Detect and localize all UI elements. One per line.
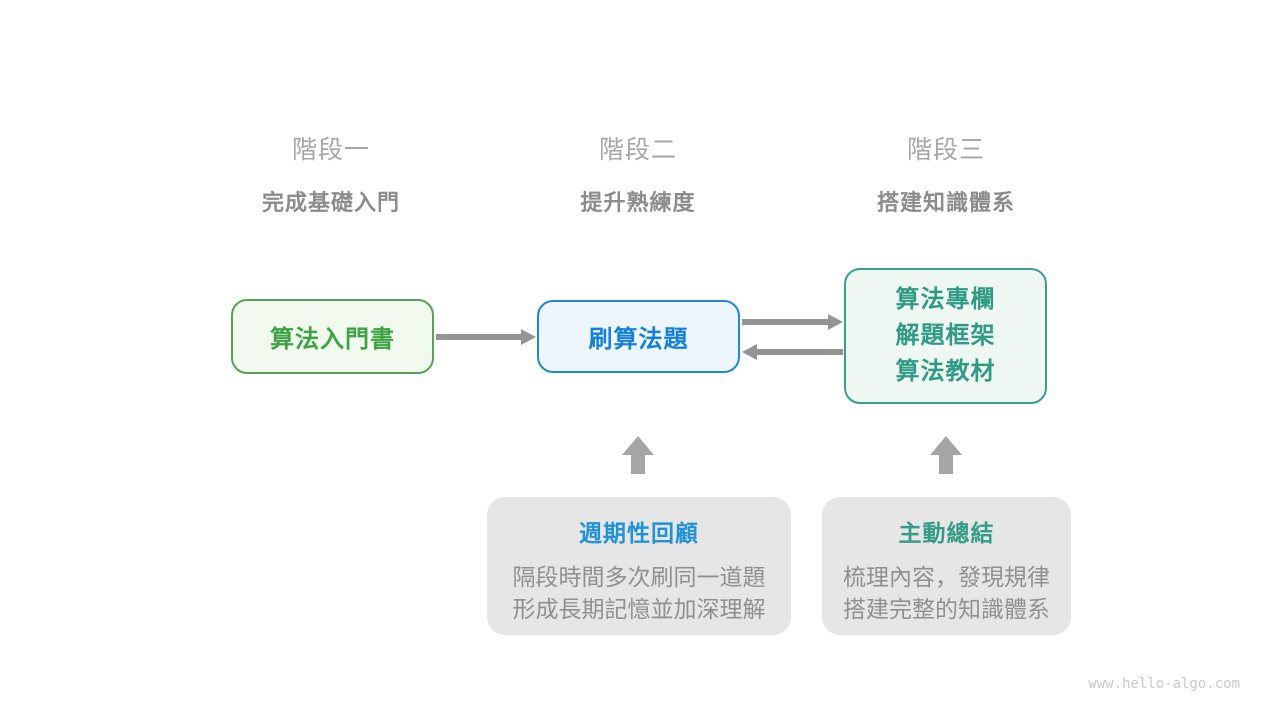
arrow-shaft — [742, 319, 832, 325]
node-resources-line-2: 解題框架 — [895, 322, 996, 349]
up-arrow-summary-icon — [930, 436, 962, 474]
up-arrow-review-icon — [622, 436, 654, 474]
arrow-practice-to-resources-icon — [742, 314, 843, 330]
stage-2-title: 階段二 — [598, 136, 677, 164]
node-intro-book: 算法入門書 — [231, 299, 434, 374]
stage-2-subtitle: 提升熟練度 — [580, 190, 696, 215]
stage-1-title: 階段一 — [291, 136, 370, 164]
stage-1-header: 階段一 完成基礎入門 — [211, 130, 451, 217]
stage-3-subtitle: 搭建知識體系 — [876, 190, 1015, 215]
stage-1-subtitle: 完成基礎入門 — [261, 190, 400, 215]
node-resources-line-3: 算法教材 — [895, 358, 996, 385]
callout-review-body: 隔段時間多次刷同一道題 形成長期記憶並加深理解 — [487, 561, 791, 625]
arrow-head-right-icon — [521, 329, 536, 345]
arrow-head-right-icon — [828, 314, 843, 330]
arrow-intro-to-practice-icon — [436, 329, 536, 345]
site-watermark: www.hello-algo.com — [1088, 676, 1240, 692]
arrow-head-left-icon — [742, 344, 757, 360]
node-practice-label: 刷算法題 — [588, 326, 689, 353]
node-resources-line-1: 算法專欄 — [895, 286, 996, 313]
stage-3-title: 階段三 — [906, 136, 985, 164]
callout-review-line-2: 形成長期記憶並加深理解 — [512, 596, 766, 622]
arrow-shaft — [436, 334, 525, 340]
callout-summary-title: 主動總結 — [898, 520, 995, 546]
callout-summary-line-1: 梳理內容，發現規律 — [843, 564, 1050, 590]
up-arrow-shaft — [631, 455, 645, 474]
callout-summary-body: 梳理內容，發現規律 搭建完整的知識體系 — [822, 561, 1071, 625]
node-intro-book-label: 算法入門書 — [270, 326, 395, 353]
callout-active-summary: 主動總結 梳理內容，發現規律 搭建完整的知識體系 — [822, 497, 1071, 635]
up-arrow-head-icon — [622, 436, 654, 455]
stage-2-header: 階段二 提升熟練度 — [518, 130, 758, 217]
arrow-shaft — [753, 349, 843, 355]
callout-summary-line-2: 搭建完整的知識體系 — [843, 596, 1050, 622]
node-advanced-resources: 算法專欄 解題框架 算法教材 — [844, 268, 1047, 404]
arrow-resources-to-practice-icon — [742, 344, 843, 360]
node-practice-problems: 刷算法題 — [537, 300, 740, 373]
stage-3-header: 階段三 搭建知識體系 — [826, 130, 1066, 217]
up-arrow-shaft — [939, 455, 953, 474]
up-arrow-head-icon — [930, 436, 962, 455]
callout-review-line-1: 隔段時間多次刷同一道題 — [512, 564, 766, 590]
callout-review-title: 週期性回顧 — [579, 520, 699, 546]
callout-periodic-review: 週期性回顧 隔段時間多次刷同一道題 形成長期記憶並加深理解 — [487, 497, 791, 635]
